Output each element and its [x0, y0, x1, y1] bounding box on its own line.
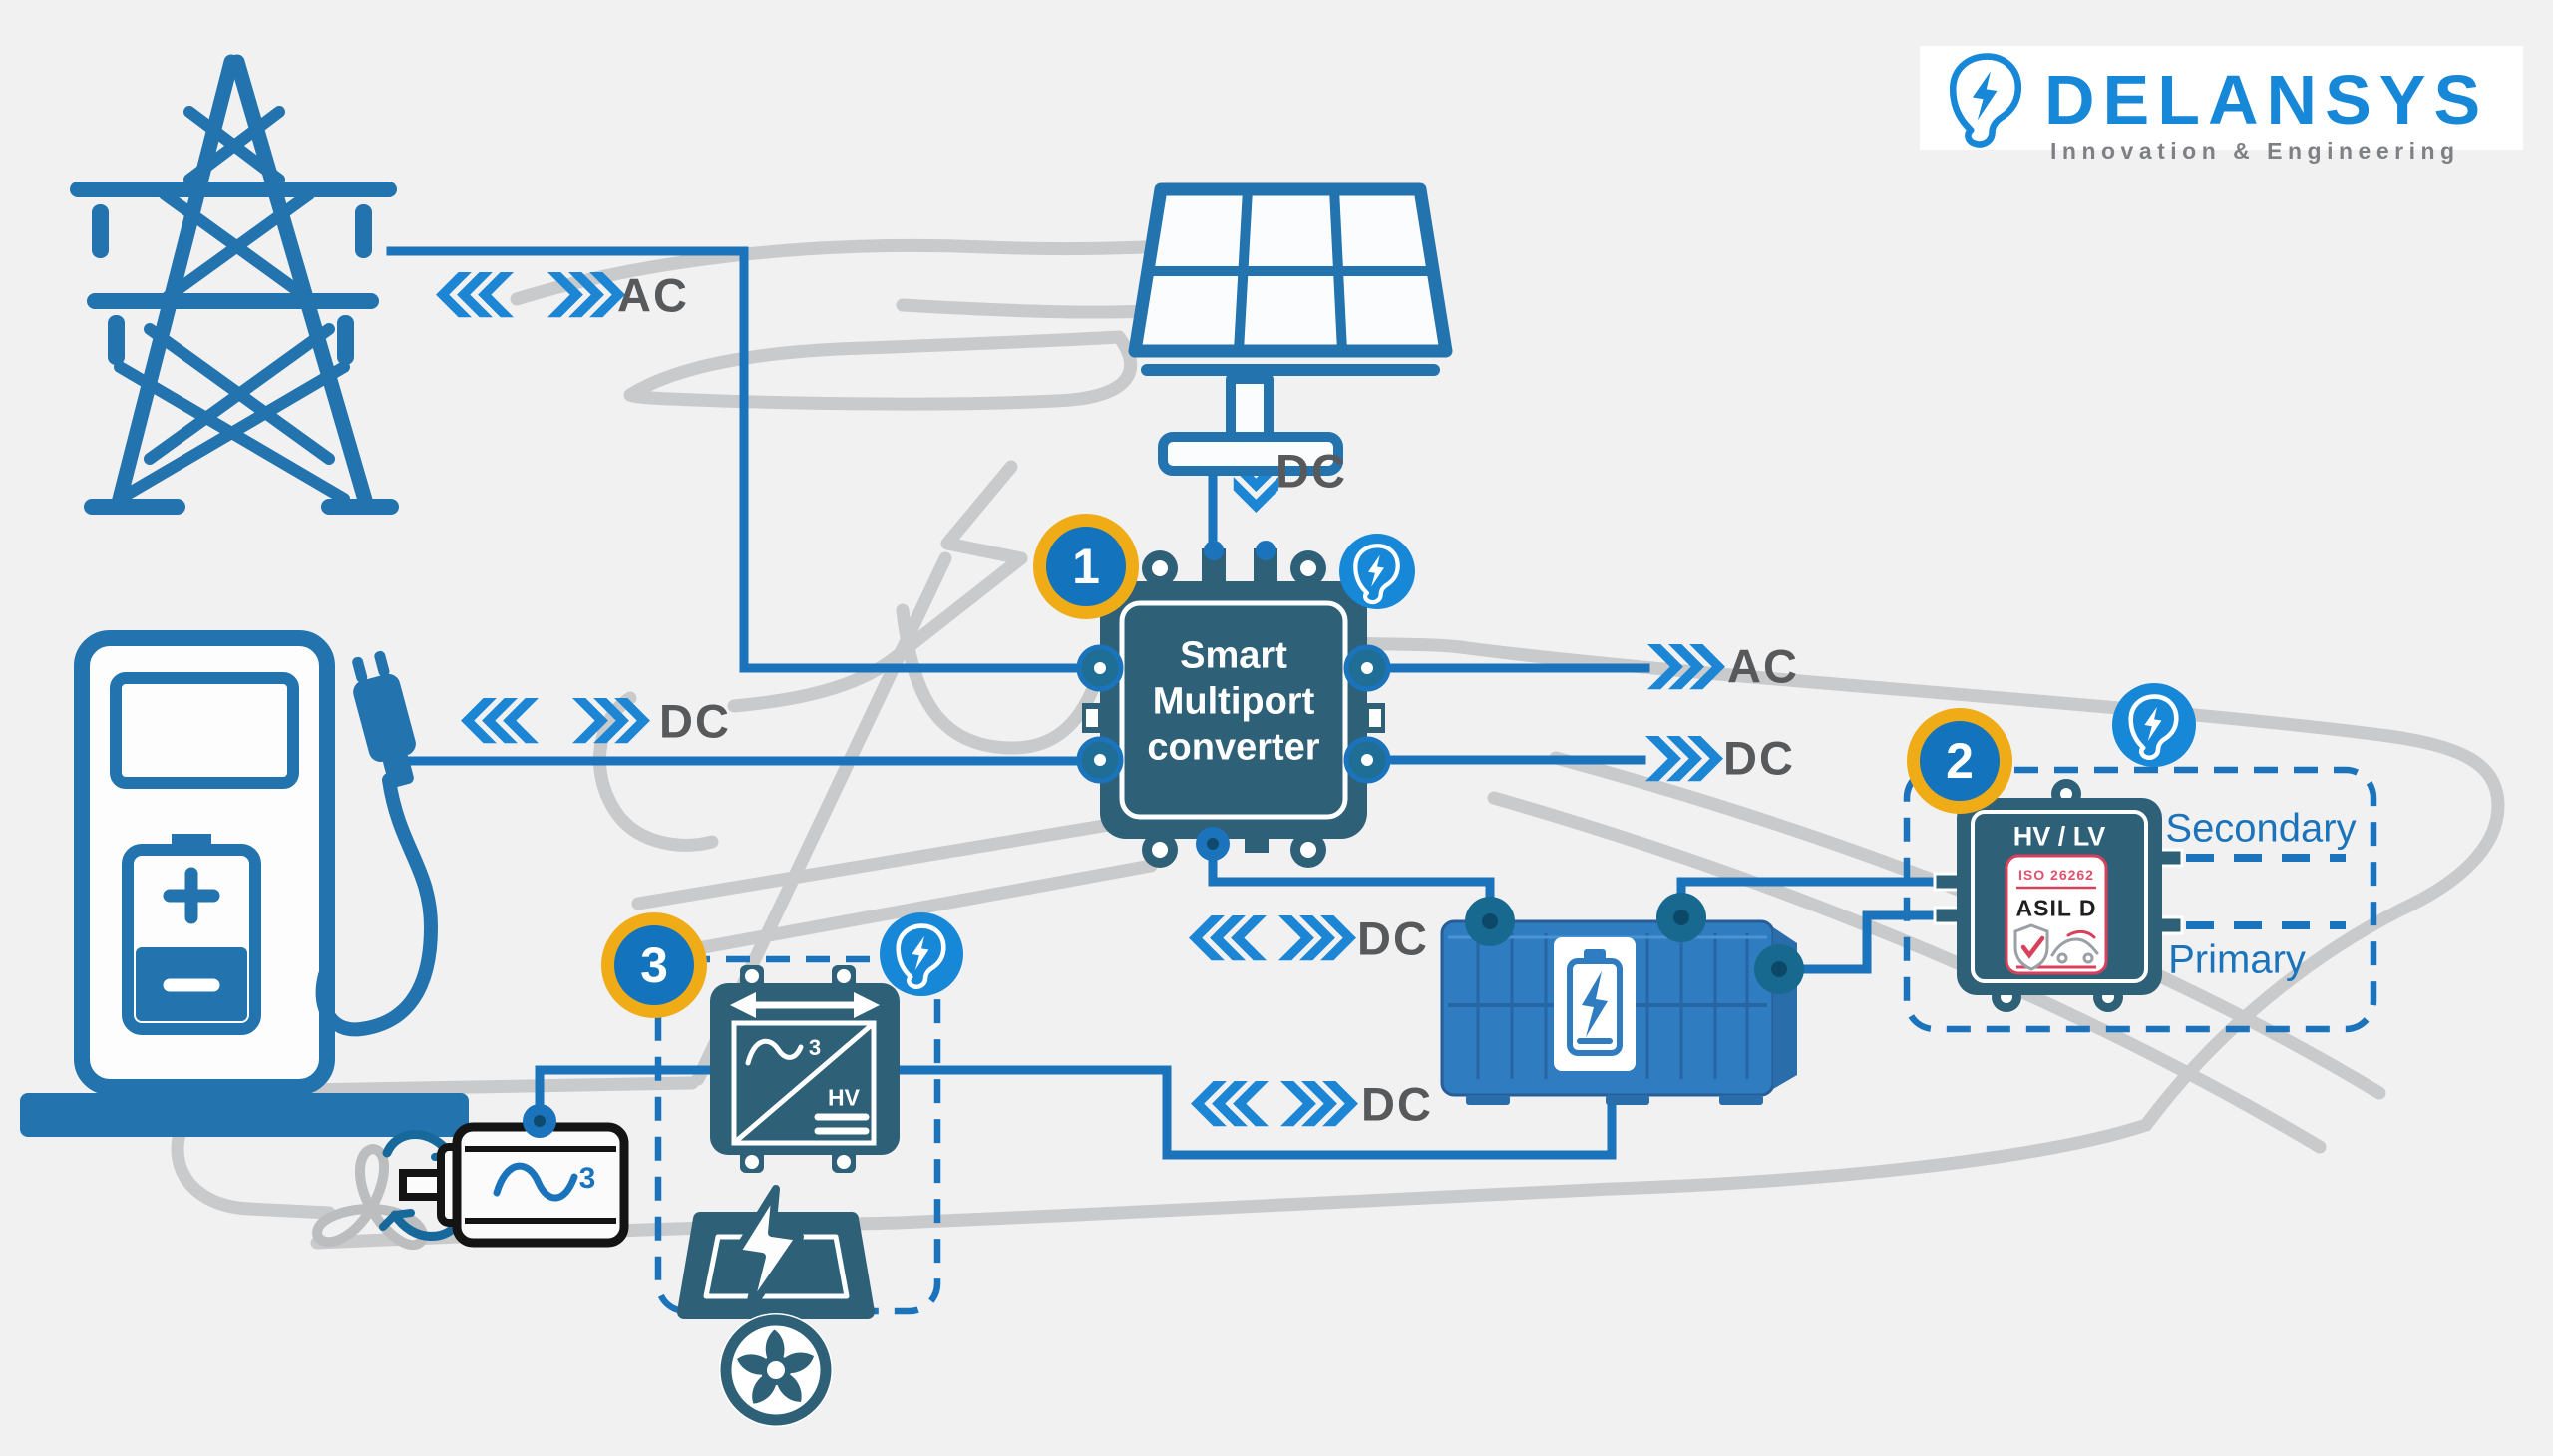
car-icon — [2050, 929, 2099, 964]
hvlv-converter — [1933, 779, 2346, 1012]
inverter-battery-line — [891, 1065, 1617, 1160]
charging-plug-icon — [352, 650, 416, 788]
charger-battery-icon — [122, 834, 261, 1035]
drive-dc-label: DC — [1361, 1077, 1433, 1131]
fan-wheel-icon — [719, 1313, 833, 1427]
electric-motor-icon — [399, 1104, 629, 1248]
logo-container — [1920, 46, 2523, 150]
traction-inverter-icon — [710, 965, 900, 1173]
logo-name: DELANSYS — [2044, 61, 2489, 139]
grid-ac-label: AC — [617, 268, 689, 322]
charger-dc-arrows — [461, 698, 650, 743]
inverter-phase-label: 3 — [808, 1035, 822, 1060]
bidirectional-arrow-icon — [730, 992, 880, 1018]
badge-2: 2 — [1907, 708, 2012, 814]
dc-output-label: DC — [1723, 731, 1795, 785]
cooling-fan-motor-icon — [677, 1185, 875, 1427]
converter-battery-line — [1208, 839, 1495, 922]
delansys-bulb-icon — [2112, 683, 2196, 767]
battery-terminals — [1465, 893, 1804, 994]
drive-dc-arrows — [1191, 1081, 1358, 1126]
secondary-label: Secondary — [2165, 806, 2357, 851]
logo-tagline: Innovation & Engineering — [2050, 138, 2460, 164]
primary-label: Primary — [2168, 937, 2306, 982]
battery-dc-label: DC — [1357, 911, 1429, 965]
solar-panel-icon — [1128, 182, 1453, 476]
grid-ac-line — [386, 246, 1105, 673]
converter-title-line3: converter — [1147, 726, 1320, 769]
lightning-bolt-icon — [732, 1185, 804, 1316]
ac-output-label: AC — [1727, 639, 1799, 693]
propeller-icon — [312, 1144, 428, 1251]
charger-dc-label: DC — [659, 694, 731, 748]
motor-phase-label: 3 — [578, 1162, 596, 1195]
badge-3: 3 — [601, 912, 707, 1018]
delansys-bulb-icon — [1339, 534, 1415, 609]
battery-hvlv-line-2 — [1774, 910, 1940, 974]
hvlv-title: HV / LV — [2012, 821, 2106, 852]
solar-dc-label: DC — [1276, 444, 1347, 498]
iso-asil-badge — [2005, 854, 2108, 975]
converter-title-line1: Smart — [1180, 634, 1287, 677]
delansys-bulb-icon — [880, 912, 963, 996]
charging-cable — [315, 773, 439, 1037]
battery-dc-arrows — [1189, 915, 1356, 960]
ev-charger-icon — [20, 630, 469, 1137]
smart-multiport-converter — [1076, 541, 1391, 868]
motor-ac-wave-icon — [493, 1162, 578, 1202]
power-grid-tower-icon — [70, 54, 399, 515]
charger-screen — [110, 672, 299, 789]
battery-pack-icon — [1440, 893, 1804, 1105]
converter-title-line2: Multiport — [1152, 680, 1315, 723]
shield-check-icon — [2013, 923, 2049, 971]
dc-output-arrows — [1645, 736, 1723, 781]
charger-base — [20, 1093, 469, 1137]
battery-bolt-icon — [1567, 949, 1623, 1056]
iso-standard-label: ISO 26262 — [2018, 867, 2094, 883]
group-2-boundary — [1903, 766, 2377, 1033]
asil-level-label: ASIL D — [2015, 895, 2097, 921]
badge-1: 1 — [1033, 514, 1139, 619]
converter-ports — [1076, 644, 1391, 861]
dc-bars-icon — [814, 1113, 870, 1135]
ac-wave-icon — [745, 1038, 804, 1066]
inverter-hv-label: HV — [828, 1084, 860, 1111]
